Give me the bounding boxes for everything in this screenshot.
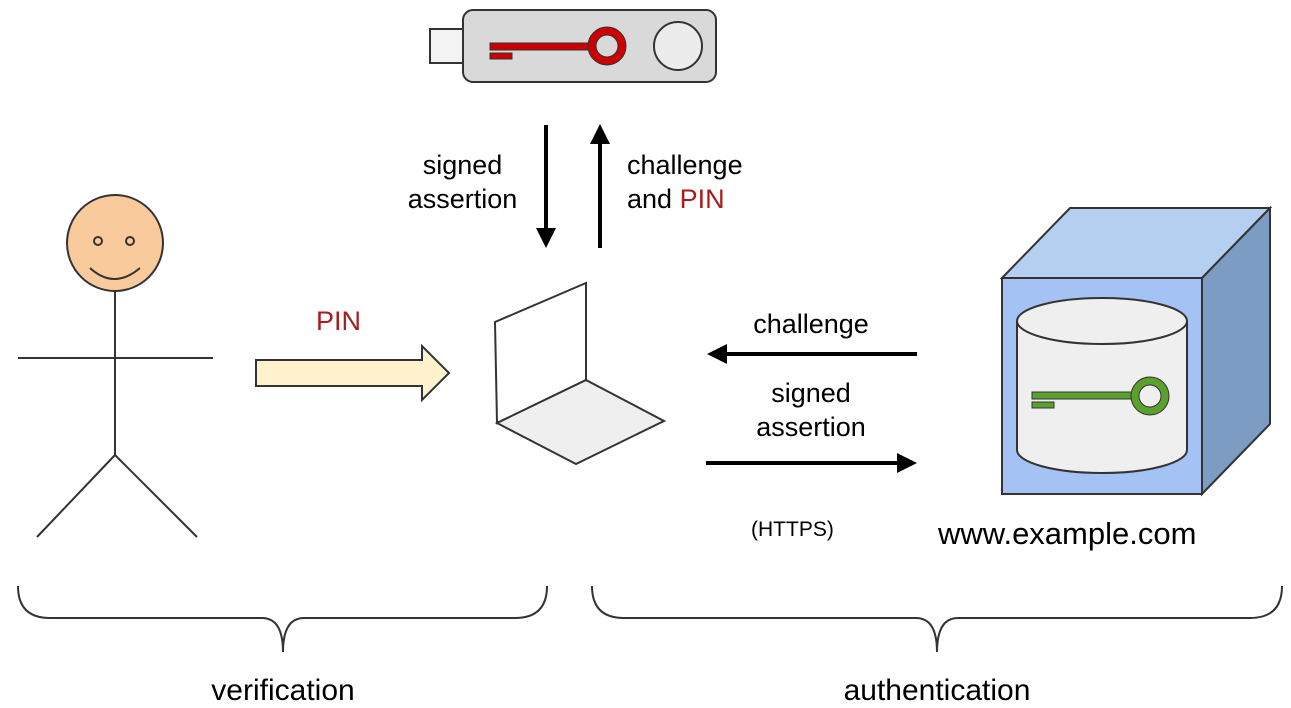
laptop-icon [493, 281, 667, 466]
usb-down-label-line2: assertion [407, 184, 518, 214]
authentication-brace [591, 585, 1283, 653]
usb-down-arrow-label: signed assertion [395, 148, 530, 216]
verification-brace [17, 585, 548, 653]
server-signed-label-line1: signed [771, 378, 851, 408]
pin-label: PIN [316, 306, 362, 336]
usb-up-label-line1: challenge [627, 150, 743, 180]
server-challenge-label: challenge [753, 309, 869, 339]
server-name-label: www.example.com [938, 516, 1197, 551]
server-cube-icon [999, 205, 1273, 497]
server-signed-label-line2: assertion [756, 412, 866, 442]
usb-up-arrow-label: challenge and PIN [627, 148, 743, 216]
https-label: (HTTPS) [751, 518, 834, 541]
authentication-label: authentication [843, 674, 1031, 707]
usb-security-key-icon [429, 9, 717, 83]
usb-up-label-pin: PIN [679, 184, 725, 214]
usb-up-label-prefix: and [627, 184, 673, 214]
verification-label: verification [211, 674, 355, 707]
usb-up-label-line2: and PIN [627, 182, 743, 216]
server-signed-assertion-label: signed assertion [716, 376, 906, 444]
person-stick-figure-icon [18, 194, 213, 538]
pin-arrow [255, 343, 451, 403]
usb-down-label-line1: signed [422, 150, 503, 180]
